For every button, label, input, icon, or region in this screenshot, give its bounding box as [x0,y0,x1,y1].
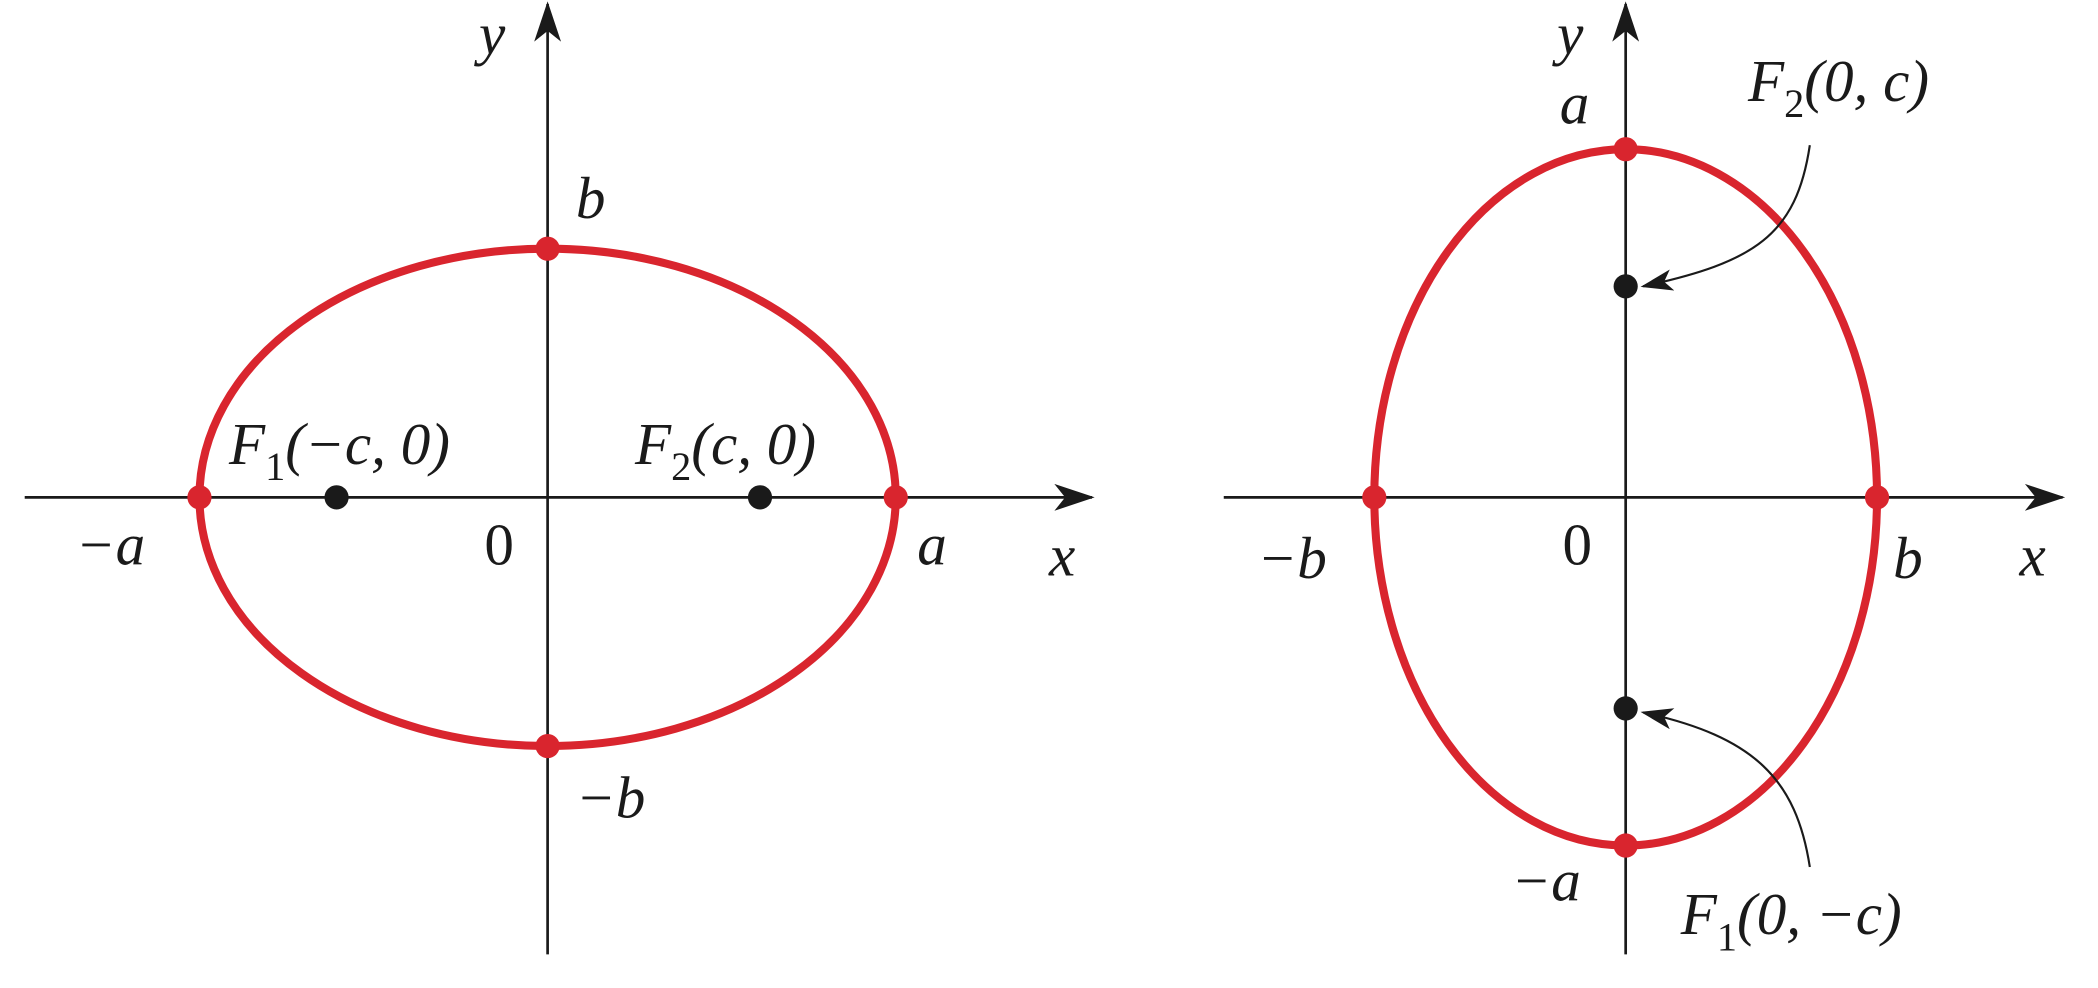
vertex-neg-b [1362,485,1387,510]
left-diagram: y x b −b −a a 0 F1(−c, 0) F2(c, 0) [24,1,1095,955]
vertex-neg-b [535,733,560,759]
label-neg-a: −a [1511,848,1580,914]
x-axis-label: x [2019,522,2046,588]
x-axis-label: x [1048,522,1075,588]
vertex-neg-a [1613,833,1638,858]
label-b: b [1893,525,1923,591]
focus-f1 [324,485,349,510]
f1-pointer-arrow [1640,708,1811,868]
vertex-b [1864,485,1890,510]
label-origin: 0 [1562,512,1592,578]
f2-pointer-arrow [1640,145,1811,291]
focus-f2 [1613,274,1638,299]
vertex-neg-a [187,485,212,510]
label-neg-a: −a [76,512,145,578]
label-f2: F2(c, 0) [634,411,816,489]
label-neg-b: −b [1257,525,1326,591]
label-neg-b: −b [576,764,645,830]
label-f1: F1(0, −c) [1680,881,1902,959]
label-a: a [1560,71,1590,137]
vertex-a [1613,137,1638,162]
y-axis-label: y [474,1,506,67]
label-origin: 0 [484,512,514,578]
y-axis-label: y [1552,1,1584,67]
vertex-b [535,236,560,261]
focus-f1 [1613,696,1638,721]
right-diagram: y x a −a −b b 0 F2(0, c) F1(0, −c) [1223,1,2066,959]
label-f2: F2(0, c) [1747,48,1929,126]
focus-f2 [747,485,773,510]
label-b: b [576,165,606,231]
label-a: a [917,512,947,578]
vertex-a [883,485,908,510]
label-f1: F1(−c, 0) [228,411,450,489]
